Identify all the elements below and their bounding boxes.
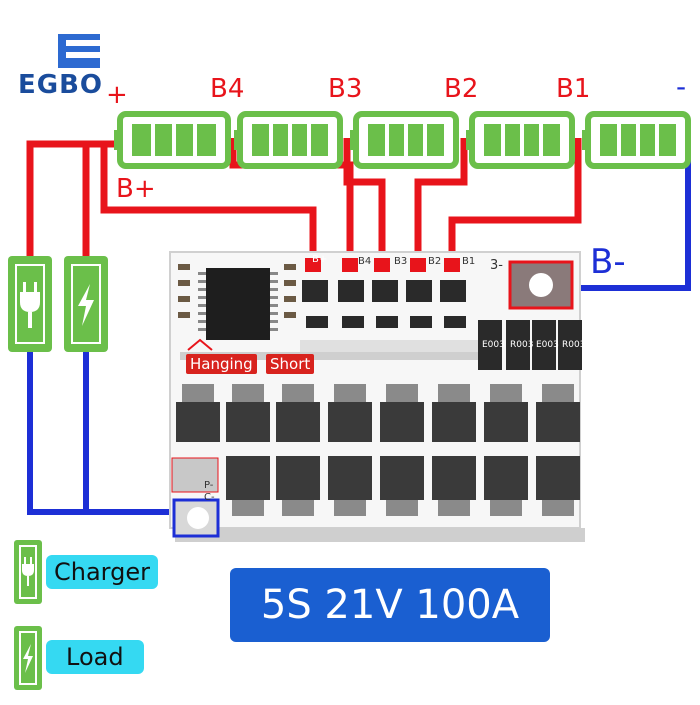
wire-b3 (343, 138, 386, 262)
wire-bplus (100, 144, 317, 262)
wire-bminus (575, 140, 691, 291)
load-icon (64, 256, 108, 352)
b4-label: B4 (210, 74, 245, 104)
legend-charger: Charger (46, 555, 158, 589)
pcb-3minus-silk: 3- (490, 258, 503, 273)
battery-cell (466, 111, 575, 169)
wire-plus-to-load (82, 140, 120, 270)
resistor-label: E003 (536, 340, 559, 350)
pminus-silk: P- (204, 480, 214, 491)
pcb-b2-silk: B2 (428, 256, 442, 267)
wire-b2 (414, 138, 468, 262)
battery-cell (350, 111, 459, 169)
short-tag: Short (266, 354, 315, 374)
pcb-b3-silk: B3 (394, 256, 408, 267)
b1-label: B1 (556, 74, 591, 104)
plus-terminal-label: + (106, 80, 128, 110)
legend-load: Load (46, 640, 144, 674)
pcb-b1-silk: B1 (462, 256, 476, 267)
bplus-label: B+ (116, 174, 156, 204)
hanging-tag: Hanging (186, 354, 257, 374)
battery-cell (234, 111, 343, 169)
bminus-pad (508, 260, 574, 310)
egbo-logo-icon (58, 34, 100, 68)
bms-ic-chip (206, 268, 270, 340)
spec-badge: 5S 21V 100A (230, 568, 550, 642)
pcb-b4-silk: B4 (358, 256, 372, 267)
charger-icon (8, 256, 52, 352)
bms-pcb (169, 251, 585, 542)
cminus-silk: C- (204, 492, 215, 503)
b3-label: B3 (328, 74, 363, 104)
pcb-bplus-silk: B+ (312, 254, 328, 265)
resistor-label: R003 (510, 340, 534, 350)
battery-cell (582, 111, 691, 169)
legend-load-icon (14, 626, 42, 690)
legend-charger-icon (14, 540, 42, 604)
blue-wires (27, 140, 691, 515)
egbo-logo-text: EGBO (18, 70, 104, 100)
wire-b1 (448, 138, 582, 262)
resistor-label: E003 (482, 340, 505, 350)
minus-terminal-label: - (676, 70, 687, 103)
resistor-label: R003 (562, 340, 586, 350)
battery-pack (114, 111, 691, 169)
red-wires (26, 138, 582, 270)
bminus-label: B- (590, 242, 626, 282)
b2-label: B2 (444, 74, 479, 104)
wire-charger-neg (27, 352, 178, 515)
battery-cell (114, 111, 231, 169)
mosfet-array (176, 384, 580, 516)
